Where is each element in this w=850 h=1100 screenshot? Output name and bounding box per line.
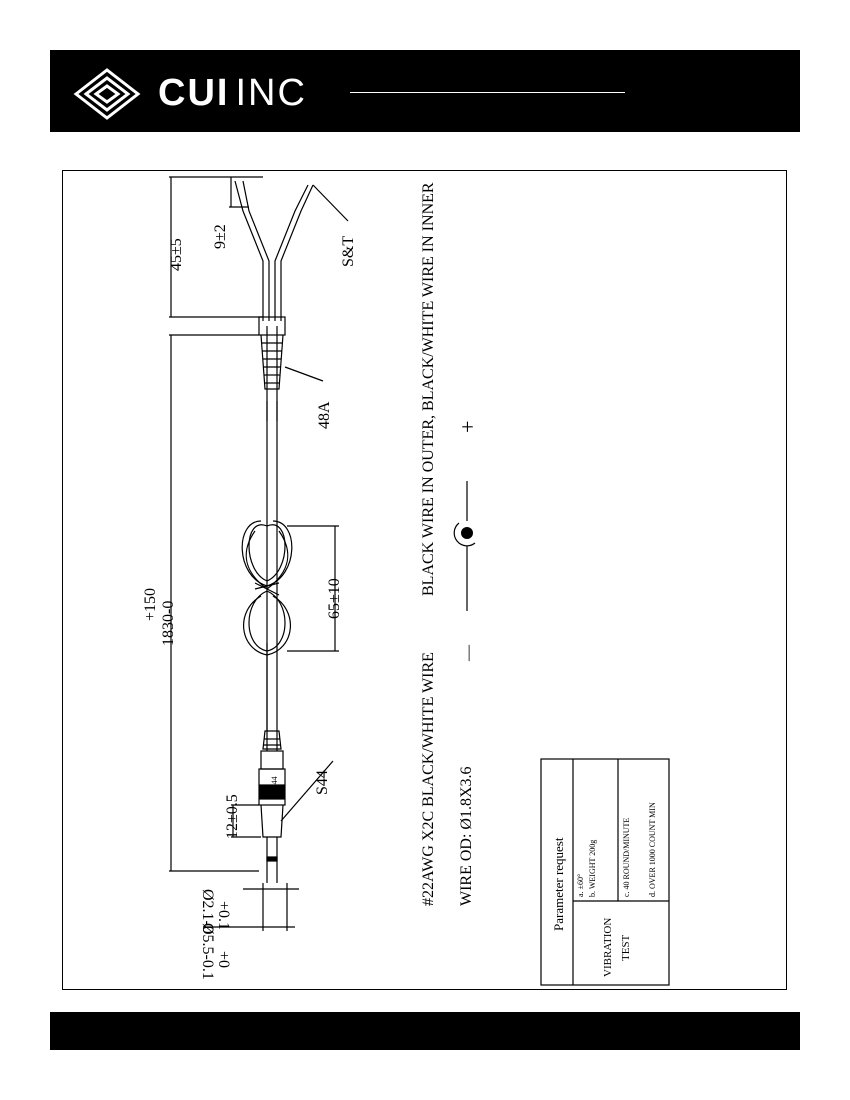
param-test-label-2: TEST [620,934,632,961]
footer-bar [50,1012,800,1050]
label-plug-code: S44 [314,770,331,795]
polarity-plus: + [455,421,480,433]
dim-inner-dia: Ø2.1-0 [199,889,216,934]
drawing-frame: +150 1830-0 45±5 9±2 S&T 48A 65±10 S44 1… [62,170,787,990]
brand-bold: CUI [158,72,230,114]
plug-marking: S44 [270,777,279,789]
spec-line-1b: BLACK WIRE IN OUTER, BLACK/WHITE WIRE IN… [420,182,437,596]
param-item-b: b. WEIGHT 200g [588,840,597,897]
dim-inner-tol: +0.1 [215,901,232,930]
dim-length-tol: +150 [142,588,159,621]
dim-coil: 65±10 [326,578,343,619]
brand-light: INC [235,72,307,114]
label-strain-relief: 48A [316,401,333,429]
param-item-d: d. OVER 1000 COUNT MIN [648,802,657,897]
dim-outer-dia: Ø5.5-0.1 [199,923,216,980]
param-table-title: Parameter request [551,837,566,931]
param-item-c: c. 40 ROUND/MINUTE [622,818,631,897]
dim-length-main: 1830-0 [160,601,177,646]
cable-drawing: +150 1830-0 45±5 9±2 S&T 48A 65±10 S44 1… [142,176,670,986]
dim-outer-tol: +0 [215,951,232,968]
param-test-label-1: VIBRATION [602,918,614,977]
dim-strip: 9±2 [212,224,229,249]
param-item-a: a. ±60° [576,874,585,897]
spec-line-2: WIRE OD: Ø1.8X3.6 [458,766,475,906]
dim-plug-length: 12±0.5 [224,794,241,839]
header-rule [350,92,625,93]
dim-split: 45±5 [168,238,185,271]
spec-line-1a: #22AWG X2C BLACK/WHITE WIRE [420,652,437,906]
label-st: S&T [340,236,357,267]
cui-logo-icon [73,68,141,120]
polarity-minus: — [460,644,477,662]
